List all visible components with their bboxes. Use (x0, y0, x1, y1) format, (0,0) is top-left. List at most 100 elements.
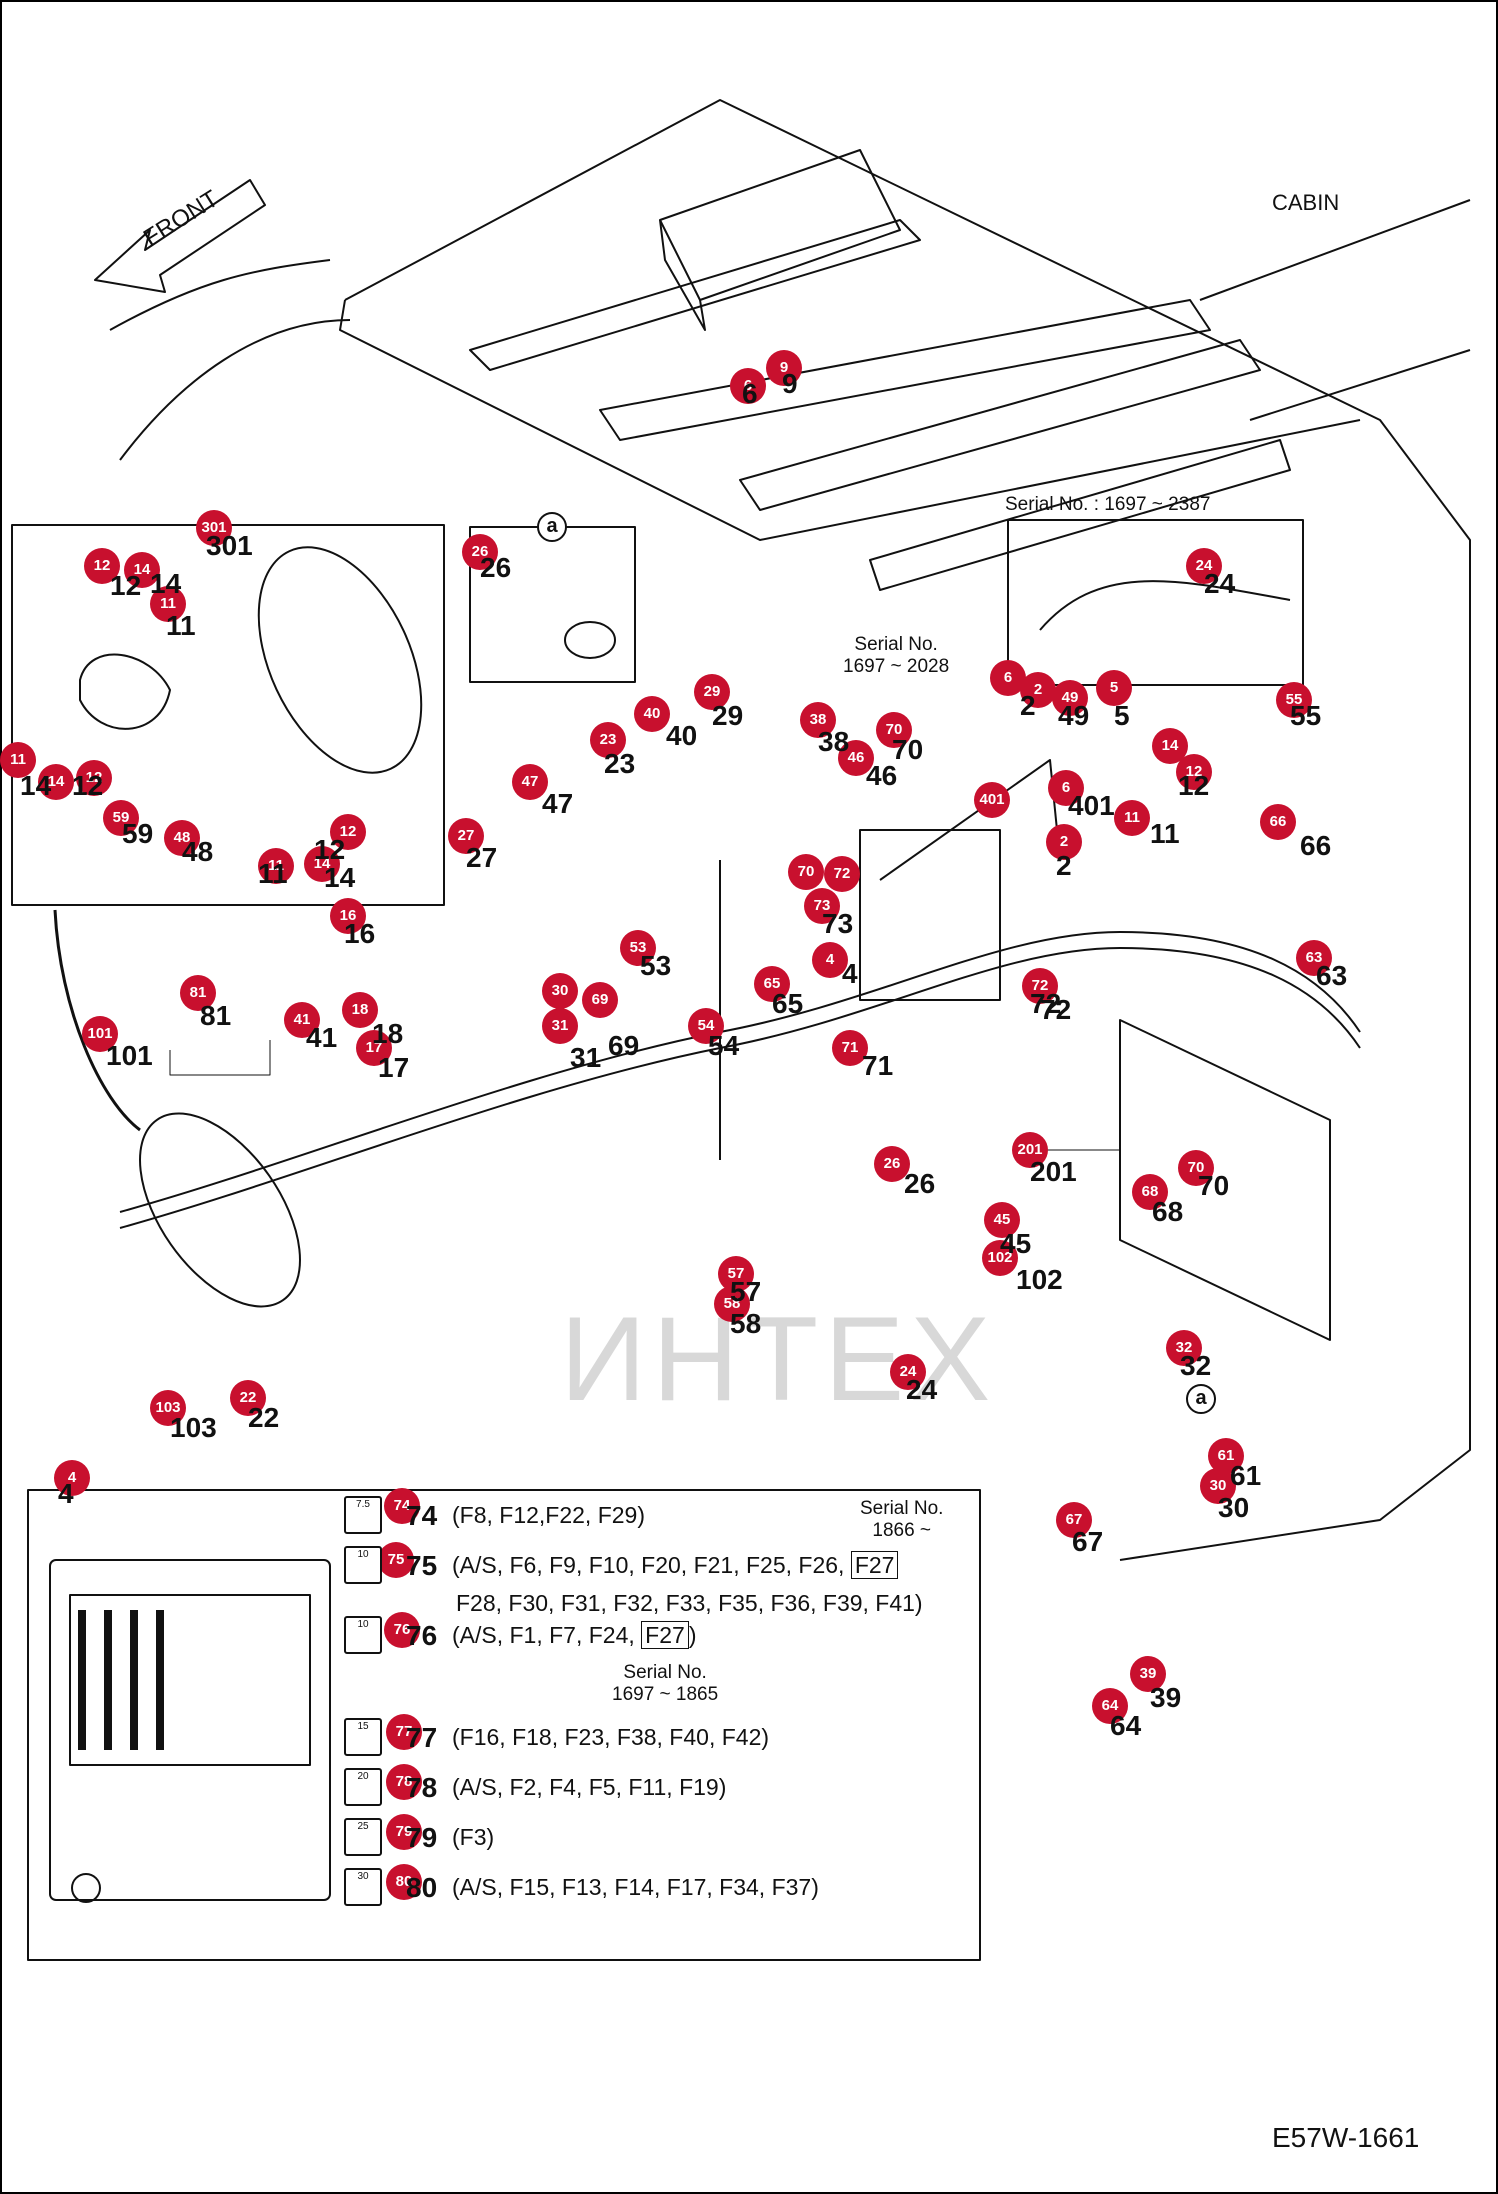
callout-201: 201 (1012, 1132, 1048, 1168)
part-number-38: 38 (818, 726, 850, 757)
callout-14: 14 (124, 552, 160, 588)
callout-59: 59 (103, 800, 139, 836)
part-number-101: 101 (106, 1040, 153, 1071)
callout-11: 11 (0, 742, 36, 778)
part-number-26: 26 (480, 552, 512, 583)
part-number-46: 46 (866, 760, 898, 791)
callout-46: 46 (838, 740, 874, 776)
callout-55: 55 (1276, 682, 1312, 718)
part-number-301: 301 (206, 530, 253, 561)
part-number-23: 23 (604, 748, 636, 779)
callout-27: 27 (448, 818, 484, 854)
fuse-boxed-code: F27 (641, 1621, 689, 1649)
callout-23: 23 (590, 722, 626, 758)
fuse-part-number: 76 (406, 1620, 438, 1651)
part-number-6: 6 (742, 378, 758, 409)
part-number-12: 12 (314, 834, 346, 865)
part-number-11: 11 (258, 858, 288, 889)
part-number-24: 24 (1204, 568, 1236, 599)
part-number-70: 70 (1198, 1170, 1230, 1201)
fuse-icon: 10 (344, 1616, 382, 1654)
fuse-80-list: (A/S, F15, F13, F14, F17, F34, F37) (452, 1874, 819, 1900)
fuse-icon: 30 (344, 1868, 382, 1906)
part-number-73: 73 (822, 908, 854, 939)
callout-65: 65 (754, 966, 790, 1002)
callout-75: 75 (378, 1542, 414, 1578)
callout-77: 77 (386, 1714, 422, 1750)
main-harness (118, 933, 1366, 1227)
part-number-11: 11 (166, 610, 196, 641)
callout-48: 48 (164, 820, 200, 856)
callout-38: 38 (800, 702, 836, 738)
part-number-59: 59 (122, 818, 154, 849)
part-number-40: 40 (666, 720, 698, 751)
callout-24: 24 (890, 1354, 926, 1390)
fuse-78-list: (A/S, F2, F4, F5, F11, F19) (452, 1774, 727, 1800)
part-number-102: 102 (1016, 1264, 1063, 1295)
callout-29: 29 (694, 674, 730, 710)
callout-102: 102 (982, 1240, 1018, 1276)
part-number-29: 29 (712, 700, 744, 731)
detail-a-badge: a (537, 512, 567, 542)
callout-70: 70 (788, 854, 824, 890)
callout-41: 41 (284, 1002, 320, 1038)
part-number-81: 81 (200, 1000, 232, 1031)
part-number-67: 67 (1072, 1526, 1104, 1557)
callout-9: 9 (766, 350, 802, 386)
part-number-72: 72 (1030, 988, 1062, 1019)
fuse-note-1: Serial No. 1866 ~ (860, 1498, 944, 1541)
part-number-32: 32 (1180, 1350, 1212, 1381)
callout-70: 70 (1178, 1150, 1214, 1186)
detail-box-serial (1007, 519, 1304, 686)
fuse-75-list: (A/S, F6, F9, F10, F20, F21, F25, F26, F… (452, 1551, 899, 1579)
fuse-part-number: 77 (406, 1722, 438, 1753)
callout-6: 6 (1048, 770, 1084, 806)
part-number-63: 63 (1316, 960, 1348, 991)
callout-79: 79 (386, 1814, 422, 1850)
fuse-79-list: (F3) (452, 1824, 495, 1850)
part-number-14: 14 (20, 770, 52, 801)
callout-18: 18 (342, 992, 378, 1028)
part-number-2: 2 (1020, 690, 1036, 721)
callout-39: 39 (1130, 1656, 1166, 1692)
part-number-22: 22 (248, 1402, 280, 1433)
callout-2: 2 (1020, 672, 1056, 708)
part-number-65: 65 (772, 988, 804, 1019)
detail-box-steering (11, 524, 445, 906)
callout-73: 73 (804, 888, 840, 924)
part-number-27: 27 (466, 842, 498, 873)
part-number-4: 4 (58, 1478, 74, 1509)
callout-4: 4 (812, 942, 848, 978)
callout-40: 40 (634, 696, 670, 732)
callout-71: 71 (832, 1030, 868, 1066)
callout-24: 24 (1186, 548, 1222, 584)
front-arrow (94, 179, 266, 293)
part-number-53: 53 (640, 950, 672, 981)
callout-26: 26 (462, 534, 498, 570)
callout-78: 78 (386, 1764, 422, 1800)
callout-49: 49 (1052, 680, 1088, 716)
callout-32: 32 (1166, 1330, 1202, 1366)
callout-12: 12 (1176, 754, 1212, 790)
part-number-24: 24 (906, 1374, 938, 1405)
leader-curve (53, 909, 141, 1132)
callout-30: 30 (542, 973, 578, 1009)
part-number-58: 58 (730, 1308, 762, 1339)
part-number-49: 49 (1058, 700, 1090, 731)
fuse-box-body (49, 1559, 331, 1901)
callout-69: 69 (582, 982, 618, 1018)
callout-30: 30 (1200, 1468, 1236, 1504)
callout-12: 12 (330, 814, 366, 850)
part-number-69: 69 (608, 1030, 640, 1061)
callout-74: 74 (384, 1488, 420, 1524)
part-number-401: 401 (1068, 790, 1115, 821)
callout-70: 70 (876, 712, 912, 748)
part-number-2: 2 (1056, 850, 1072, 881)
part-number-103: 103 (170, 1412, 217, 1443)
callout-16: 16 (330, 898, 366, 934)
fuse-part-number: 80 (406, 1872, 438, 1903)
callout-76: 76 (384, 1612, 420, 1648)
serial-note-2: Serial No. 1697 ~ 2028 (843, 634, 950, 677)
callout-58: 58 (714, 1286, 750, 1322)
